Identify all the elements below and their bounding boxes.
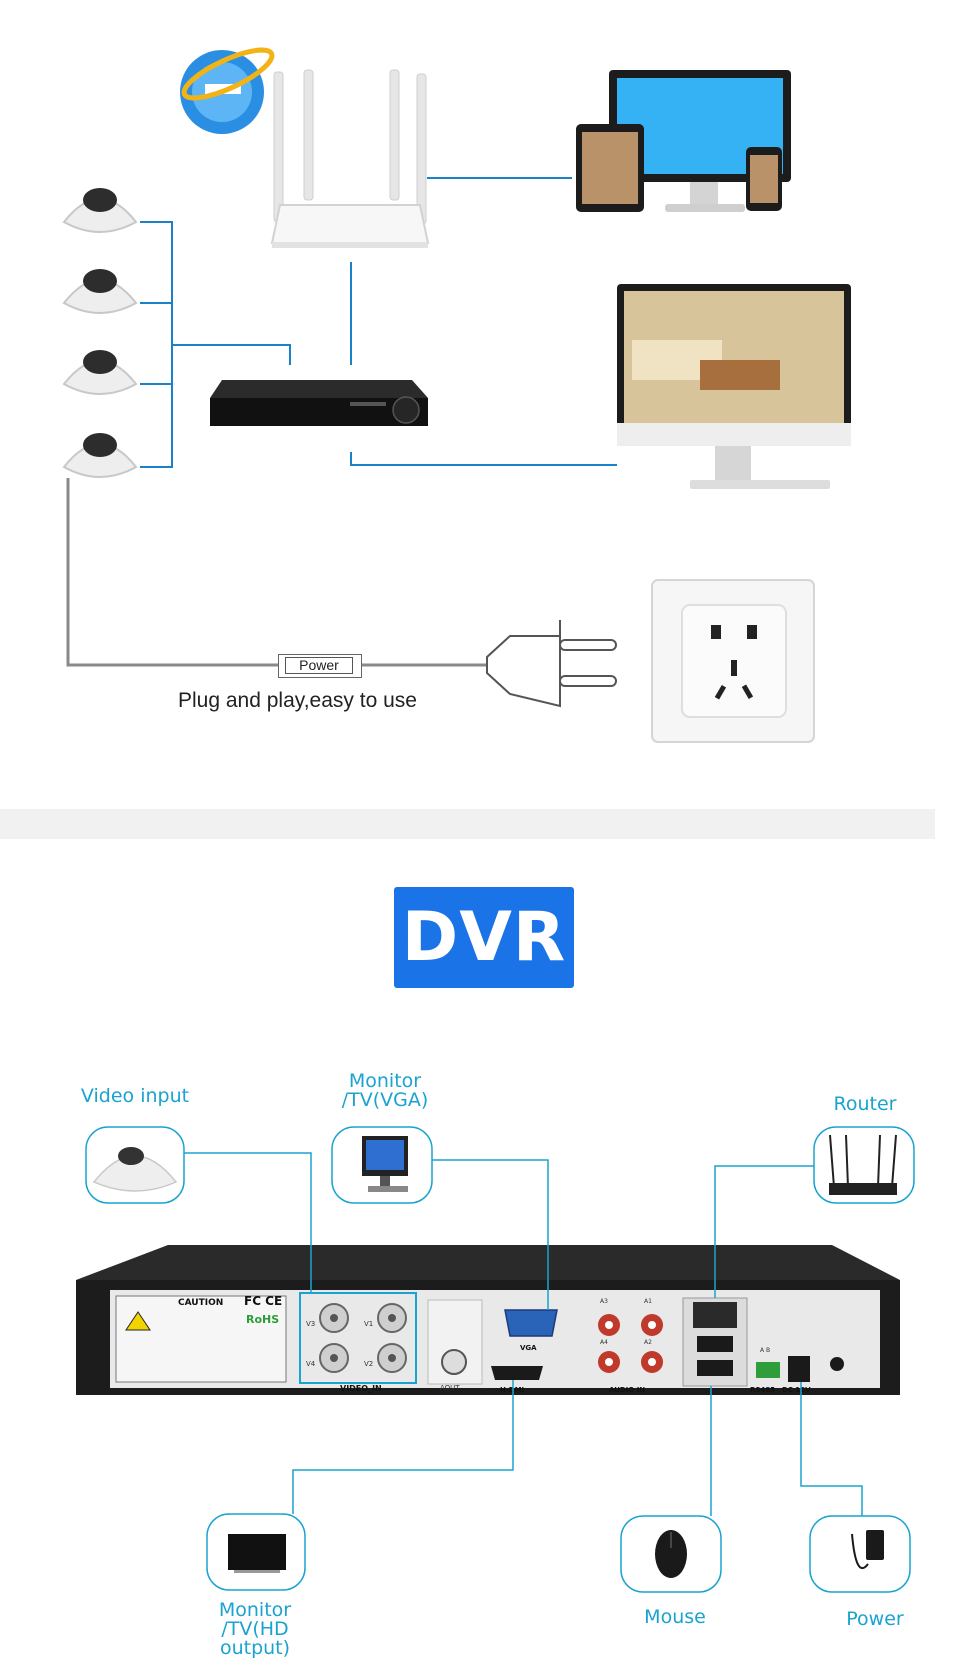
system-diagram [62,47,851,743]
dvr-rear-chassis [76,1245,900,1395]
rohs-label: RoHS [246,1313,279,1326]
camera-3-icon [62,350,138,395]
caution-label: CAUTION [178,1298,223,1308]
devices-icon [576,70,791,212]
fcc-ce-label: FC CE [244,1294,282,1308]
label-monitor-hdmi: Monitor /TV(HD output) [218,1599,292,1659]
channel-v4-label: V4 [306,1360,316,1368]
audio-in-label: AUDIO IN [609,1386,645,1394]
rs485-ab-label: A B [760,1347,770,1354]
vga-label: VGA [520,1344,537,1352]
audio-a3-label: A3 [600,1298,608,1305]
power-tag-label: Power [285,657,353,674]
channel-v2-label: V2 [364,1360,373,1368]
router-icon [270,69,430,248]
internet-icon [180,47,275,134]
camera-1-icon [62,188,138,233]
camera-4-icon [62,433,138,478]
label-router: Router [833,1093,897,1115]
camera-2-icon [62,269,138,314]
desktop-monitor-icon [617,284,851,489]
rear-panel-diagram: CAUTION FC CE RoHS V3 V1 V4 V2 VIDEO_IN … [76,1126,915,1593]
channel-v3-label: V3 [306,1320,315,1328]
rs485-dc-ports [756,1356,844,1382]
video-in-ports [299,1292,417,1384]
power-tag: Power [278,654,362,678]
channel-v1-label: V1 [364,1320,373,1328]
label-video-input: Video input [80,1085,190,1107]
camera-icons [62,188,138,478]
aout-port [427,1299,483,1385]
bubble-router-icon [829,1134,897,1195]
video-in-label: VIDEO_IN [340,1384,382,1393]
rs485-label: RS485 [750,1386,775,1394]
audio-a1-label: A1 [644,1298,652,1305]
bubble-hdmi-monitor-icon [228,1534,286,1573]
hdmi-port [491,1366,543,1380]
label-power: Power [846,1608,904,1630]
audio-a2-label: A2 [644,1339,652,1346]
dvr-box-icon [210,380,428,426]
section-separator [0,809,935,839]
connector-lines [140,177,617,468]
plug-caption: Plug and play,easy to use [178,689,417,712]
lan-usb-ports [682,1297,748,1387]
hdmi-label: H-DMI [500,1386,524,1394]
bubble-vga-monitor-icon [362,1136,408,1192]
audio-a4-label: A4 [600,1339,608,1346]
vga-port [504,1309,558,1337]
aout-label: AOUT [440,1384,460,1392]
dvr-title: DVR [394,887,574,988]
bubble-mouse-icon [655,1530,687,1578]
label-monitor-vga: Monitor /TV(VGA) [341,1070,429,1111]
callout-lines [184,1152,863,1516]
bubble-camera-icon [92,1147,178,1192]
wall-socket-icon [651,579,815,743]
power-cable [66,478,487,667]
dc12v-label: DC 12V [782,1386,811,1394]
plug-icon [486,620,617,708]
bubble-power-adapter-icon [851,1530,884,1570]
audio-in-ports [598,1314,663,1373]
label-mouse: Mouse [644,1606,706,1628]
